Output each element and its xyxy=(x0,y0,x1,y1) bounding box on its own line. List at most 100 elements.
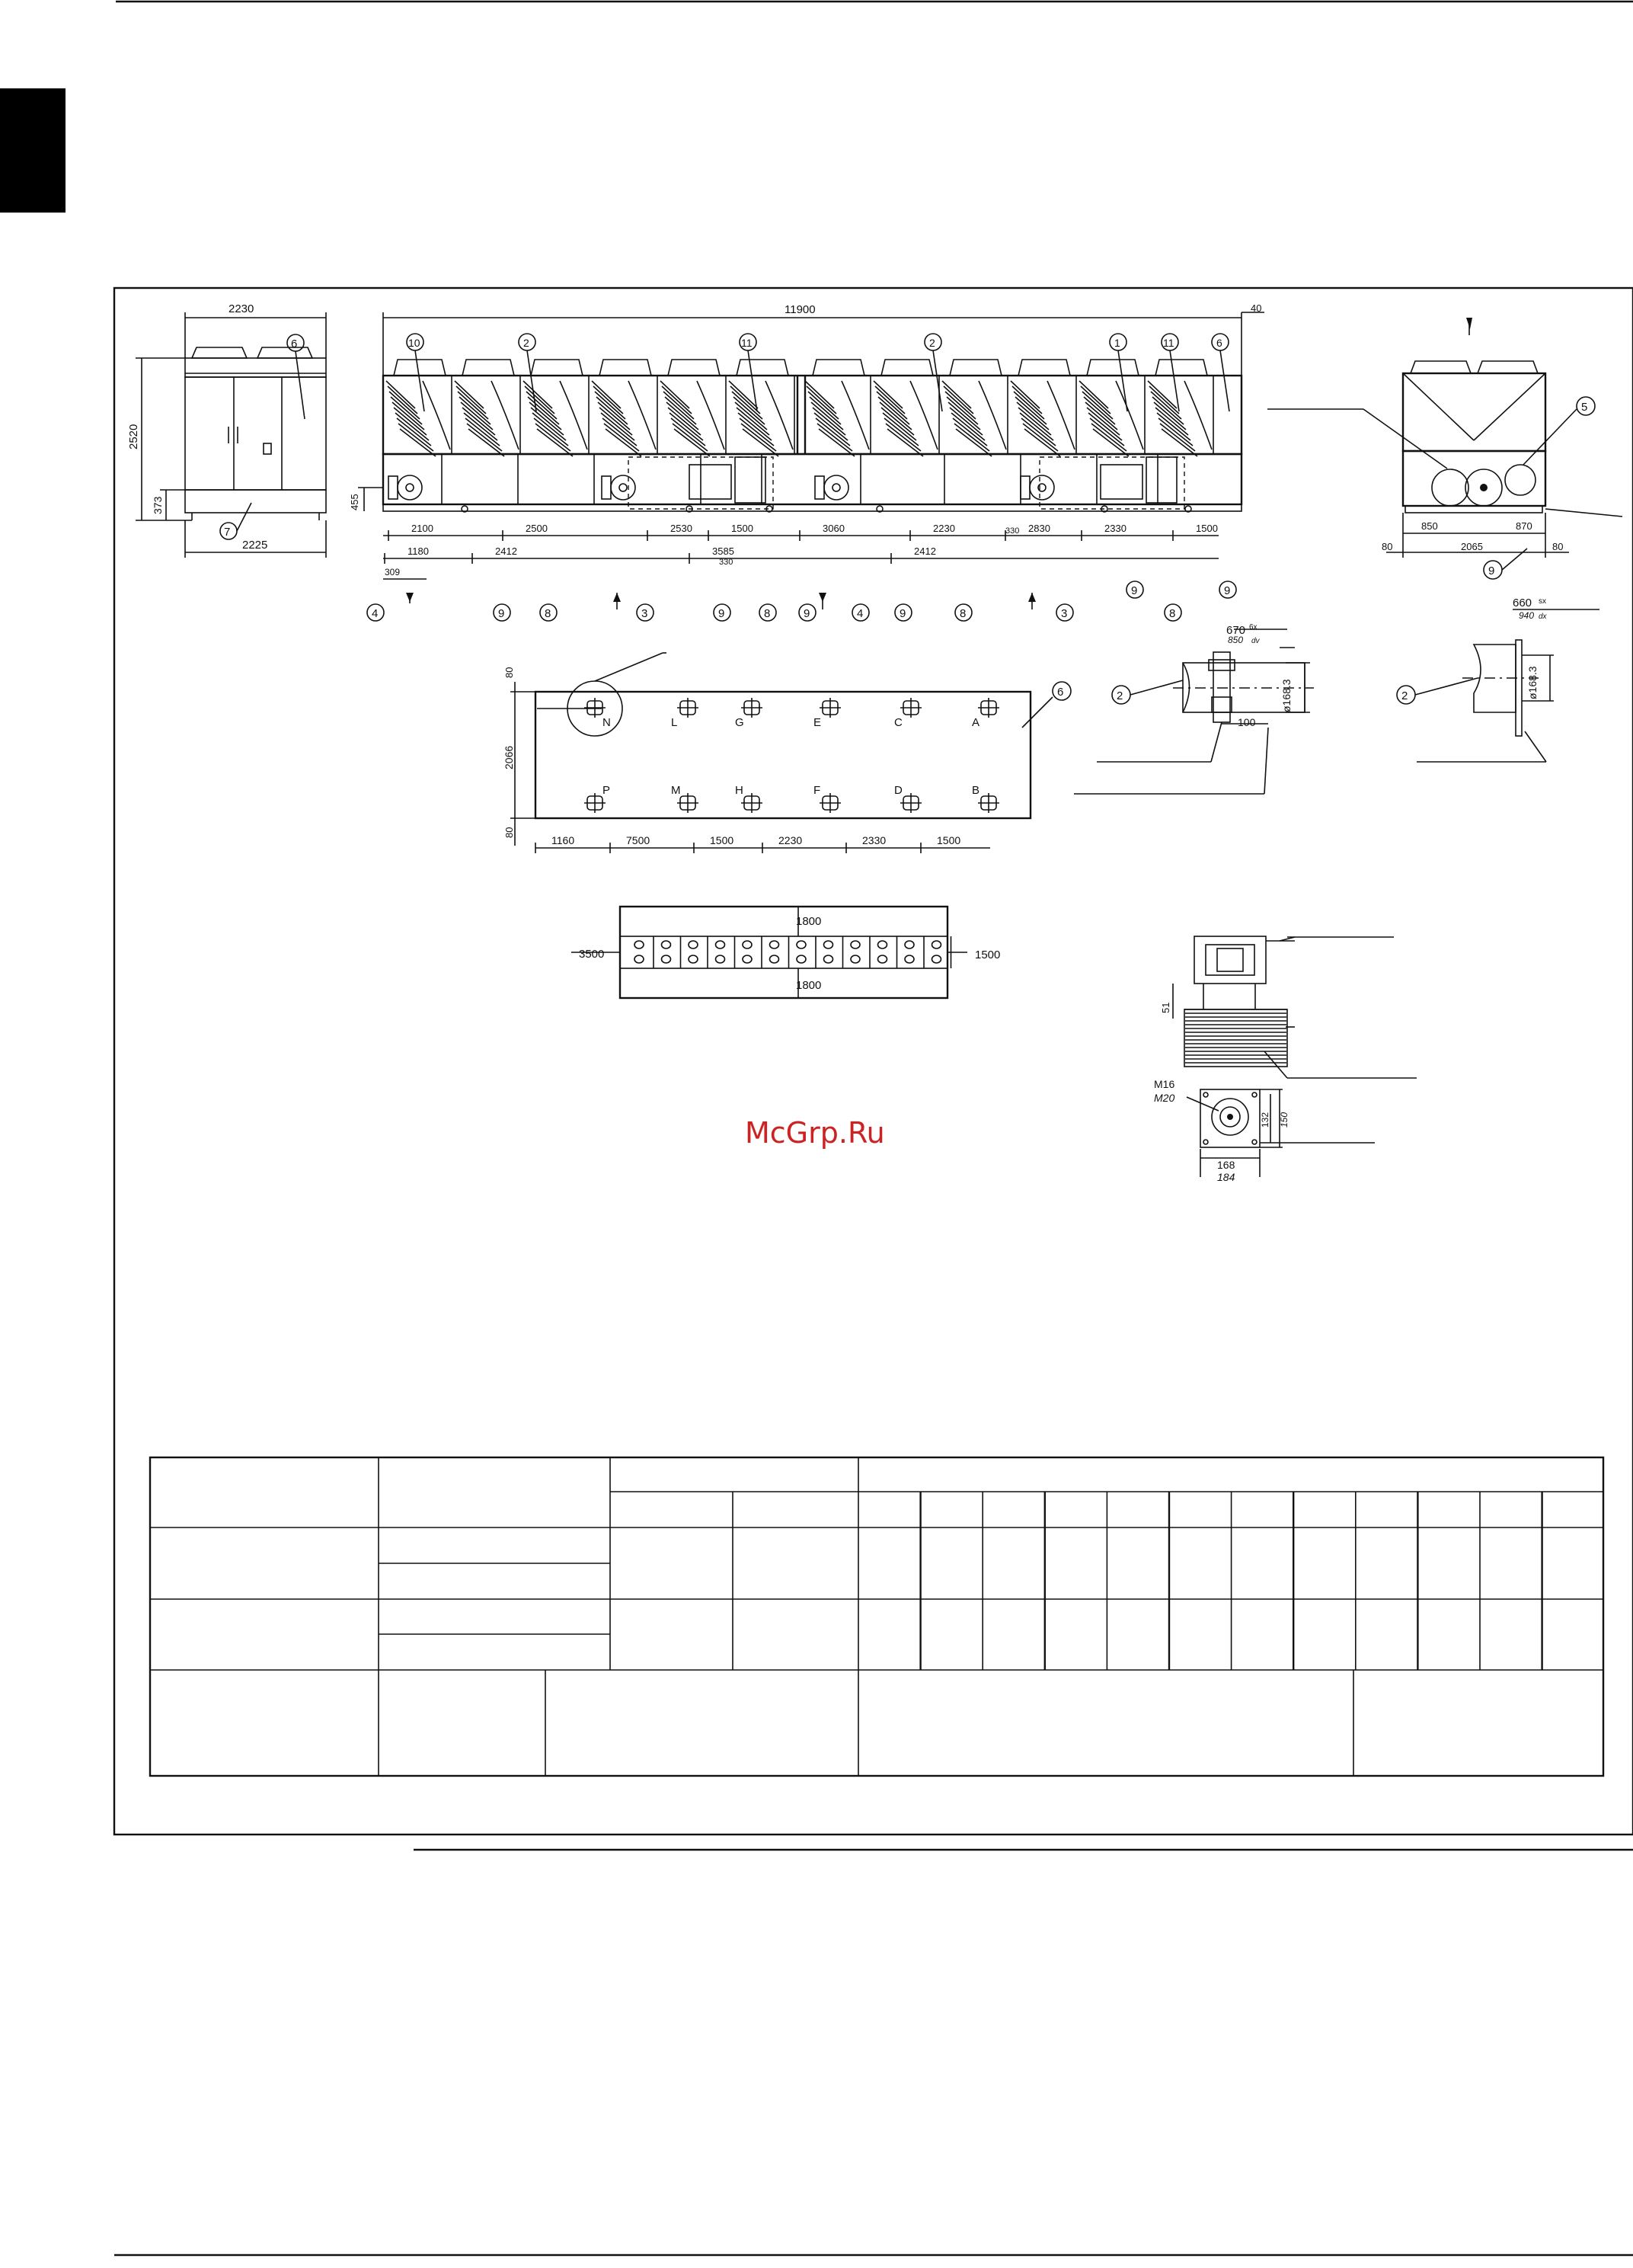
pipe2-dim-940: 940 xyxy=(1519,610,1534,621)
plan-dim: 2230 xyxy=(778,834,802,846)
end-dim-80a: 80 xyxy=(1382,541,1392,552)
fan-icon xyxy=(392,359,447,376)
front-offset-309: 309 xyxy=(385,567,400,577)
coil-section xyxy=(591,376,658,457)
front-lower-dim: 2412 xyxy=(914,545,936,557)
side-height: 2520 xyxy=(127,424,140,449)
svg-text:9: 9 xyxy=(1131,584,1137,597)
fan-icon xyxy=(1085,359,1140,376)
part-callout: 8 xyxy=(954,603,973,622)
coil-callout: 11 xyxy=(739,333,758,412)
end-view: 850 870 80 2065 80 5 9 xyxy=(1267,318,1623,580)
part-callout: 8 xyxy=(1164,603,1182,622)
fan-icon xyxy=(735,359,790,376)
fan-motor-icon xyxy=(1020,475,1055,501)
plan-dim: 2330 xyxy=(862,834,886,846)
pipe1-diameter: ø168.3 xyxy=(1280,679,1293,712)
anchor-letter: F xyxy=(813,784,820,797)
end-dim-870: 870 xyxy=(1516,520,1532,532)
pipe-detail-2: ø168.3 660 sx 940 dx 2 xyxy=(1396,597,1599,763)
anchor-pad: G xyxy=(735,698,762,729)
mount-point-icon xyxy=(461,505,468,513)
anchor-pad: M xyxy=(671,784,698,813)
clearance-view: 1800 1800 3500 1500 xyxy=(571,905,1000,1000)
anchor-letter: P xyxy=(602,784,610,797)
clearance-right: 1500 xyxy=(975,948,1000,961)
pipe-detail-1: ø168.3 670 6x 850 dv 100 2 xyxy=(1074,623,1314,795)
fan-icon xyxy=(529,359,584,376)
coil-callout: 11 xyxy=(1161,333,1180,412)
pipe1-dim-670-sub: 6x xyxy=(1249,623,1258,632)
anchor-letter: H xyxy=(735,784,743,797)
coil-callout: 10 xyxy=(406,333,425,412)
coil-callout: 6 xyxy=(1211,333,1230,412)
anchor-letter: C xyxy=(894,716,903,729)
coil-callout: 2 xyxy=(924,333,943,412)
anchor-dim-150: 150 xyxy=(1279,1112,1289,1128)
end-dim-2065: 2065 xyxy=(1461,541,1483,552)
plan-callout-6: 6 xyxy=(1057,686,1063,699)
pipe2-dim-660: 660 xyxy=(1513,597,1532,609)
anchor-pad: P xyxy=(584,784,610,813)
front-total-length: 11900 xyxy=(785,303,816,316)
pipe2-diameter: ø168.3 xyxy=(1526,666,1539,699)
front-small-330b: 330 xyxy=(1005,526,1019,536)
coil-section xyxy=(1010,376,1077,457)
part-callout: 8 xyxy=(759,603,777,622)
clearance-top: 1800 xyxy=(796,915,821,928)
front-upper-dim: 1500 xyxy=(731,523,753,534)
part-callout: 3 xyxy=(1056,603,1074,622)
front-base-height: 455 xyxy=(349,494,360,510)
svg-text:8: 8 xyxy=(764,607,770,620)
coil-section xyxy=(454,376,521,457)
drawing-frame xyxy=(113,286,1633,1836)
fan-icon xyxy=(880,359,935,376)
coil-section xyxy=(728,376,795,457)
anchor-pad: C xyxy=(894,698,922,729)
part-callout: 4 xyxy=(366,603,385,622)
part-callout: 9 xyxy=(894,603,912,622)
front-upper-dim: 2500 xyxy=(526,523,548,534)
anchor-dim-132: 132 xyxy=(1260,1112,1270,1128)
pipe1-callout-2: 2 xyxy=(1117,689,1123,702)
anchor-pad: E xyxy=(813,698,841,729)
fan-motor-icon xyxy=(388,475,423,501)
part-callout: 9 xyxy=(1219,581,1237,599)
front-small-330a: 330 xyxy=(719,558,733,567)
anchor-dim-168: 168 xyxy=(1217,1159,1235,1171)
anchor-pad: A xyxy=(972,698,999,729)
svg-text:4: 4 xyxy=(372,607,378,620)
anchor-letter: A xyxy=(972,716,979,729)
anchor-letter: D xyxy=(894,784,903,797)
svg-text:11: 11 xyxy=(741,337,753,349)
svg-text:2: 2 xyxy=(929,337,935,349)
part-callout: 9 xyxy=(493,603,511,622)
anchor-detail: 51 M16 M20 132 150 168 184 xyxy=(1154,936,1417,1183)
fan-icon xyxy=(666,359,721,376)
svg-text:9: 9 xyxy=(804,607,810,620)
end-dim-80b: 80 xyxy=(1552,541,1563,552)
side-base-height: 373 xyxy=(152,496,164,514)
watermark: McGrp.Ru xyxy=(745,1116,885,1150)
pipe1-dim-850-sub: dv xyxy=(1251,637,1261,645)
fan-icon xyxy=(1154,359,1209,376)
front-lower-dim: 2412 xyxy=(495,545,517,557)
front-upper-dim: 2830 xyxy=(1028,523,1050,534)
plan-dim-80-top: 80 xyxy=(503,667,515,678)
clearance-left: 3500 xyxy=(579,948,604,961)
part-callout: 9 xyxy=(798,603,816,622)
mount-point-icon xyxy=(876,505,884,513)
anchor-letter: B xyxy=(972,784,979,797)
side-width-top: 2230 xyxy=(228,302,254,315)
anchor-pad: N xyxy=(584,698,611,729)
mount-point-icon xyxy=(1101,505,1108,513)
pipe2-dim-940-sub: dx xyxy=(1539,613,1548,621)
anchor-bolt-m16: M16 xyxy=(1154,1078,1174,1090)
end-callout-9: 9 xyxy=(1488,565,1494,577)
anchor-letter: M xyxy=(671,784,681,797)
anchor-letter: L xyxy=(671,716,677,729)
plan-dim-width: 2066 xyxy=(503,746,515,769)
anchor-pad: L xyxy=(671,698,698,729)
data-table xyxy=(149,1456,1605,1777)
